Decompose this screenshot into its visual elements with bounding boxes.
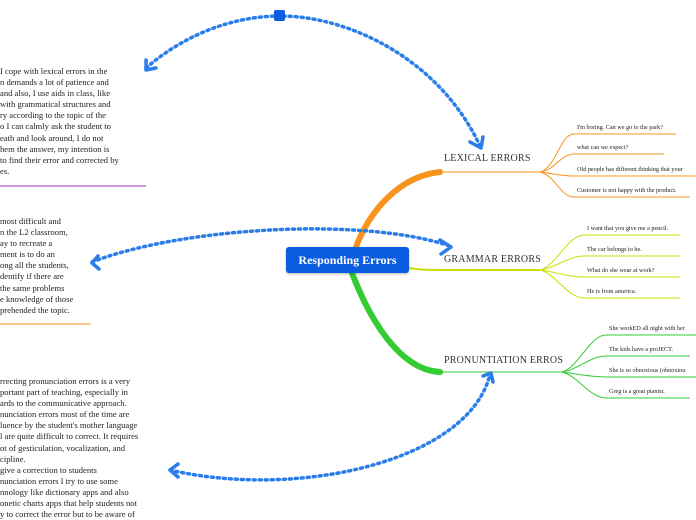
leaf-grammar-4[interactable]: He is from america. [587,288,637,295]
note-line: ong all the students, [0,260,69,271]
arrowhead-grammar-note [90,254,101,271]
leaf-pronunciation-1[interactable]: She workED all night with her [609,325,685,332]
note-line: es. [0,165,10,176]
arrowhead-pronunciation-note [168,462,180,479]
note-grammar[interactable]: most difficult and n the L2 classroom, a… [0,216,73,316]
leaf-grammar-3[interactable]: What do she wear at work? [587,267,655,274]
note-line: y to correct the error but to be aware o… [0,509,135,520]
note-pronunciation[interactable]: rrecting pronunciation errors is a very … [0,376,138,520]
note-lexical[interactable]: I cope with lexical errors in the n dema… [0,66,119,177]
note-line: o I can calmly ask the student to [0,121,111,132]
note-line: dentify if there are [0,271,64,282]
note-line: e knowledge of those [0,293,74,304]
branch-grammar-errors[interactable]: GRAMMAR ERRORS [444,254,541,265]
note-line: ay to recreate a [0,238,53,249]
note-line: luence by the student's mother language [0,420,138,431]
note-line: n demands a lot of patience and [0,77,109,88]
note-line: onetic charts apps that help students no… [0,498,137,509]
note-line: l are quite difficult to correct. It req… [0,431,139,442]
note-line: with grammatical structures and [0,99,111,110]
note-line: prehended the topic. [0,304,70,315]
leaf-pronunciation-3[interactable]: She is so obnoxious (obnoxiou [609,367,686,374]
note-line: rrecting pronunciation errors is a very [0,376,131,386]
note-line: n the L2 classroom, [0,227,68,238]
note-line: ment is to do an [0,249,55,260]
leaf-grammar-1[interactable]: I want that you give me a pencil. [587,225,669,232]
leaf-pronunciation-4[interactable]: Greg is a great pianist. [609,388,665,395]
note-line: eath and look around, I do not [0,132,104,143]
leaf-lexical-4[interactable]: Customer is not happy with the product. [577,187,677,194]
note-line: I cope with lexical errors in the [0,66,108,76]
arrowhead-lexical-branch [468,135,485,150]
branch-connector-pronunciation [349,270,443,375]
note-line: nunciation errors most of the time are [0,409,130,420]
arrowhead-grammar-branch [438,238,453,256]
leaf-lexical-3[interactable]: Old people has different thinking that y… [577,166,683,173]
leaf-lexical-2[interactable]: what can we expect? [577,144,629,151]
note-line: the same problems [0,282,65,293]
branch-connector-grammar [408,267,540,271]
note-line: give a correction to students [0,464,97,475]
note-line: ot of gesticulation, vocalization, and [0,442,126,453]
leaf-grammar-2[interactable]: The car belongs to he. [587,246,642,253]
arrowhead-lexical-note [144,58,158,72]
connector-control-handle[interactable] [274,10,285,21]
relationship-connector-grammar[interactable] [90,227,452,264]
note-line: nnology like dictionary apps and also [0,486,129,497]
note-line: hem the answer, my intention is [0,143,110,154]
note-line: most difficult and [0,216,61,226]
central-topic[interactable]: Responding Errors [286,247,409,273]
note-line: cipline. [0,453,26,464]
arrowhead-pronunciation-branch [481,371,495,384]
branch-connector-lexical [353,169,443,250]
leaf-pronunciation-2[interactable]: The kids have a proJECT. [609,346,673,353]
relationship-connector-lexical[interactable] [144,14,482,148]
note-line: portant part of teaching, especially in [0,387,128,398]
leaf-lexical-1[interactable]: I'm boring. Can we go to the park? [577,124,663,131]
note-line: ards to the communicative approach. [0,398,127,409]
note-line: and also, I use aids in class, like [0,88,111,99]
note-line: to find their error and corrected by [0,154,119,165]
relationship-connector-pronunciation[interactable] [168,372,492,482]
note-line: nunciation errors I try to use some [0,475,118,486]
branch-pronunciation-errors[interactable]: PRONUNTIATION ERROS [444,355,564,366]
note-line: ry according to the topic of the [0,110,106,121]
branch-lexical-errors[interactable]: LEXICAL ERRORS [444,153,531,164]
